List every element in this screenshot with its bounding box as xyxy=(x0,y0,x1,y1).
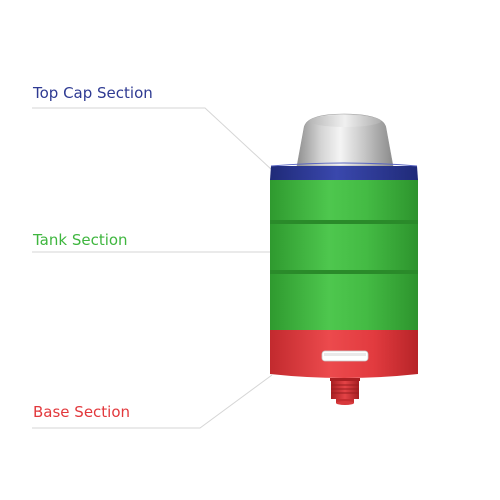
base-section-label: Base Section xyxy=(33,403,131,421)
connector-pin xyxy=(330,378,360,405)
drip-tip xyxy=(296,113,394,167)
leader-lines xyxy=(32,107,273,429)
tank-section xyxy=(270,180,418,330)
top-cap-section-label: Top Cap Section xyxy=(33,84,153,102)
base-section xyxy=(270,330,418,378)
tank-section-label: Tank Section xyxy=(33,231,128,249)
base-leader-line xyxy=(32,374,273,429)
top-cap-section xyxy=(270,162,418,180)
top-cap-leader-line xyxy=(32,107,273,171)
